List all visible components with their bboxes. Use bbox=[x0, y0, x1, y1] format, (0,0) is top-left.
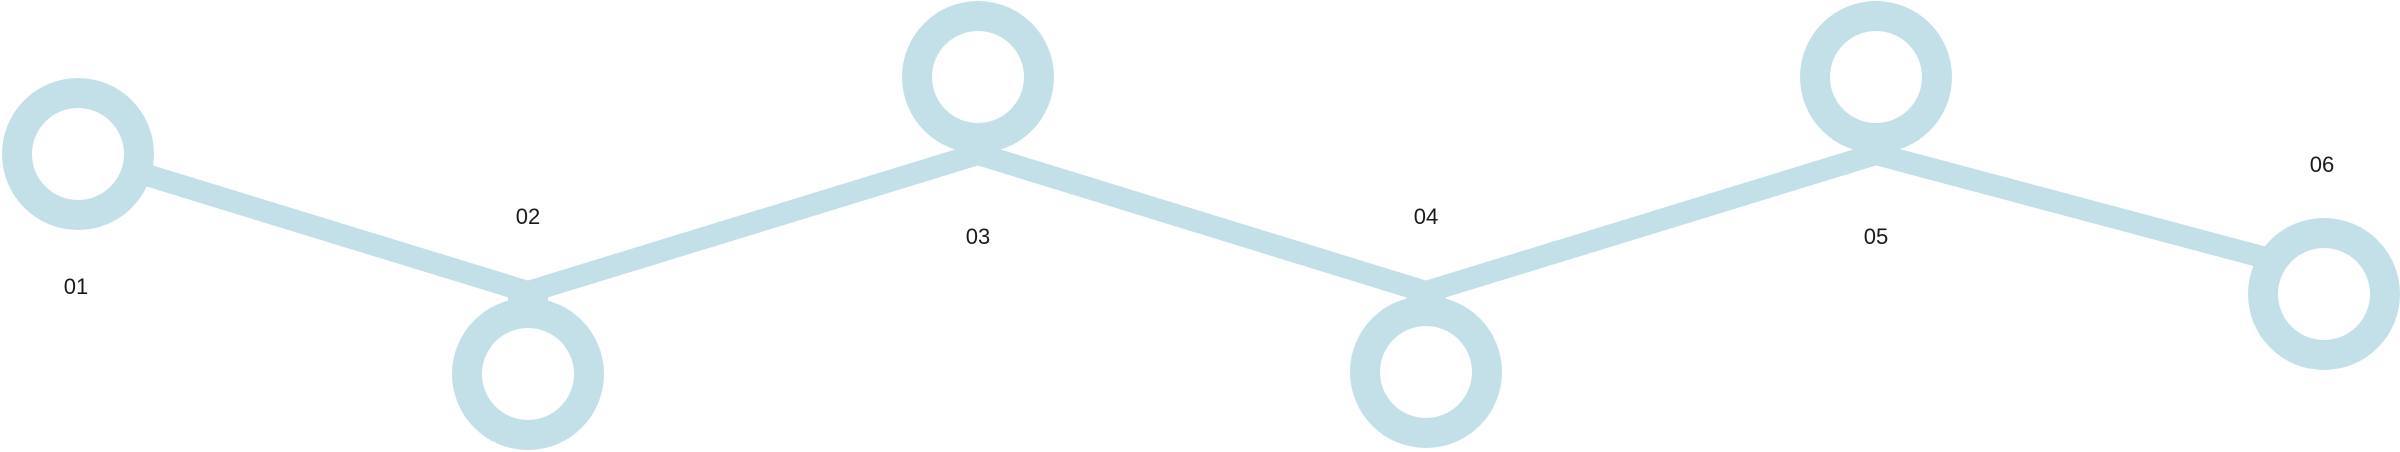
step-label-04: 04 bbox=[1414, 204, 1438, 229]
step-02: 02 bbox=[452, 204, 604, 450]
connector-05-06 bbox=[1865, 143, 2337, 285]
step-01: 01 bbox=[2, 78, 154, 299]
step-06: 06 bbox=[2248, 152, 2400, 370]
step-label-03: 03 bbox=[966, 224, 990, 249]
step-label-02: 02 bbox=[516, 204, 540, 229]
node-hole bbox=[2278, 248, 2370, 340]
notch-right bbox=[2340, 164, 2380, 204]
notch-left bbox=[2268, 164, 2308, 204]
notch-left bbox=[1370, 220, 1410, 260]
notch-left bbox=[472, 220, 512, 260]
notch-right bbox=[544, 220, 584, 260]
notch-left bbox=[922, 186, 962, 226]
step-label-05: 05 bbox=[1864, 224, 1888, 249]
node-hole bbox=[32, 108, 124, 200]
notch-left bbox=[1820, 186, 1860, 226]
node-hole bbox=[482, 328, 574, 420]
notch-right bbox=[94, 232, 134, 272]
connector-03-04 bbox=[967, 143, 1437, 303]
node-hole bbox=[932, 31, 1024, 123]
step-03: 03 bbox=[902, 1, 1054, 249]
connector-02-03 bbox=[517, 143, 989, 303]
notch-right bbox=[1442, 220, 1482, 260]
step-05: 05 bbox=[1800, 1, 1952, 249]
connector-04-05 bbox=[1415, 143, 1887, 303]
step-label-06: 06 bbox=[2310, 152, 2334, 177]
notch-right bbox=[1892, 186, 1932, 226]
node-hole bbox=[1380, 326, 1472, 418]
node-hole bbox=[1830, 31, 1922, 123]
timeline-connectors bbox=[67, 143, 2337, 303]
step-label-01: 01 bbox=[64, 274, 88, 299]
notch-left bbox=[22, 232, 62, 272]
notch-right bbox=[994, 186, 1034, 226]
connector-01-02 bbox=[67, 143, 539, 303]
step-04: 04 bbox=[1350, 204, 1502, 448]
